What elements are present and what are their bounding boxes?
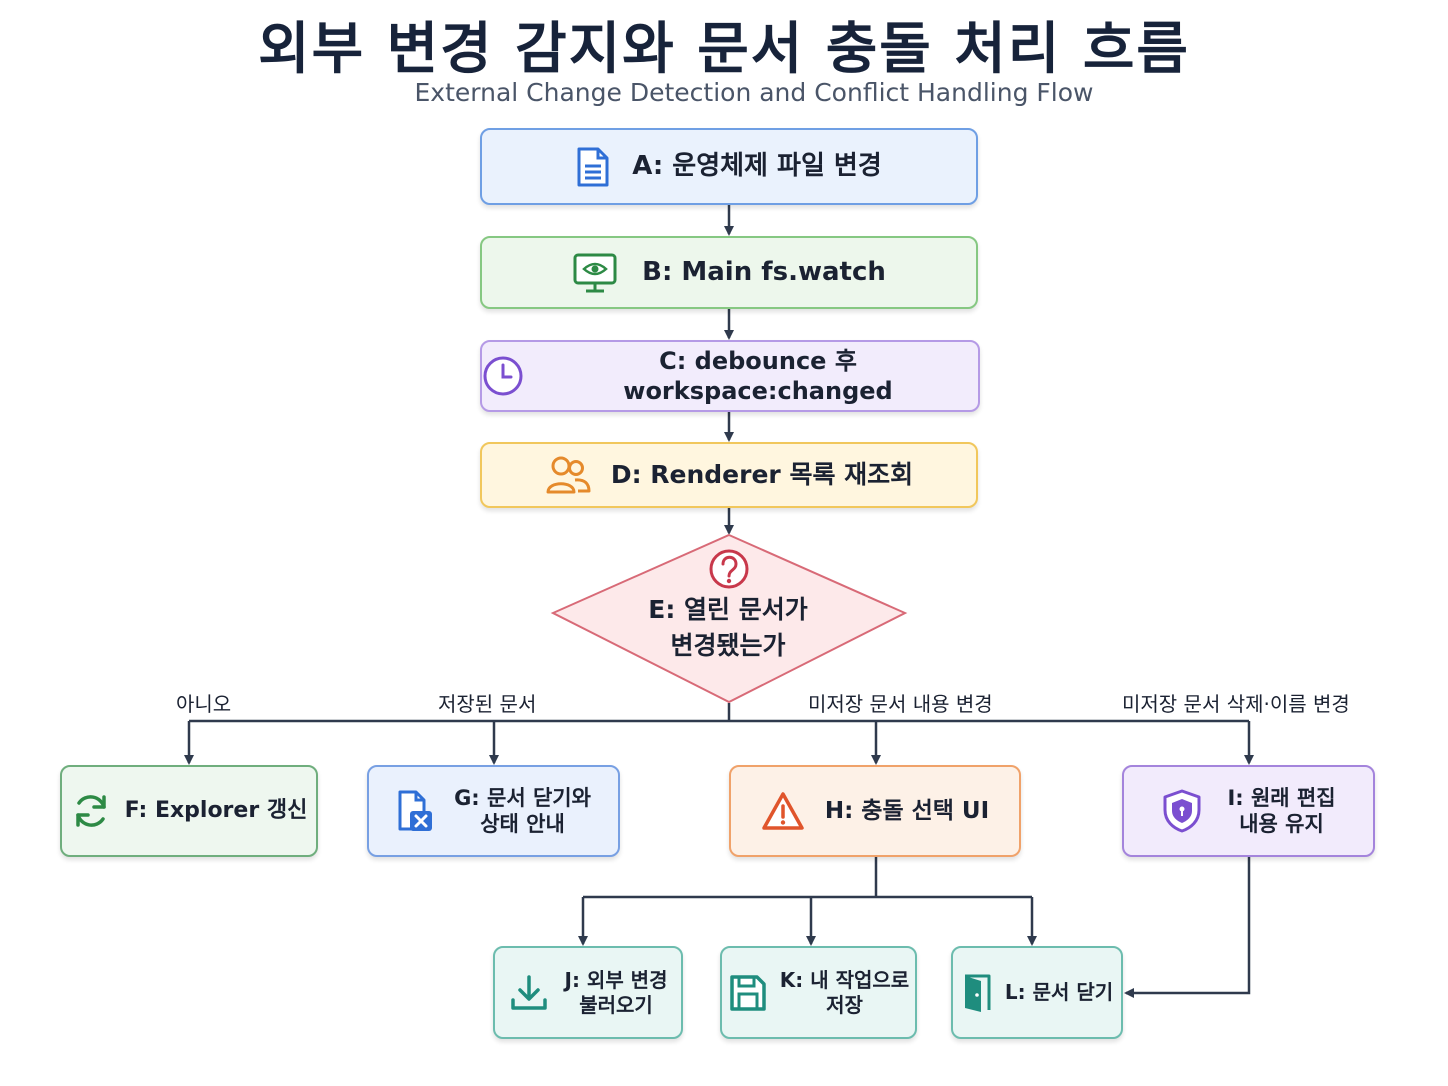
edge-label-unsaved-deleted: 미저장 문서 삭제·이름 변경: [1122, 692, 1350, 716]
refresh-icon: [71, 791, 111, 831]
question-icon: [709, 549, 749, 589]
download-icon: [509, 973, 549, 1013]
file-close-icon: [396, 789, 436, 833]
exit-door-icon: [961, 972, 993, 1014]
edge-label-no: 아니오: [176, 692, 232, 716]
node-l: L: 문서 닫기: [951, 946, 1123, 1039]
shield-icon: [1161, 788, 1203, 834]
warning-icon: [761, 791, 805, 831]
page-title: 외부 변경 감지와 문서 충돌 처리 흐름: [258, 17, 1190, 82]
node-e-label: E: 열린 문서가 변경됐는가: [648, 595, 808, 661]
node-k: K: 내 작업으로 저장: [720, 946, 917, 1039]
edge-i-l: [1124, 857, 1251, 998]
node-i: I: 원래 편집 내용 유지: [1122, 765, 1375, 857]
document-icon: [576, 146, 610, 188]
node-h: H: 충돌 선택 UI: [729, 765, 1021, 857]
node-d-label: D: Renderer 목록 재조회: [610, 460, 914, 490]
node-i-label: I: 원래 편집 내용 유지: [1227, 785, 1336, 836]
decision-diamond: [550, 533, 908, 704]
node-h-label: H: 충돌 선택 UI: [824, 797, 990, 824]
edge-label-unsaved-modified: 미저장 문서 내용 변경: [808, 692, 993, 716]
node-f-label: F: Explorer 갱신: [124, 798, 308, 824]
monitor-eye-icon: [572, 252, 618, 294]
node-g-label: G: 문서 닫기와 상태 안내: [454, 785, 591, 836]
node-b-label: B: Main fs.watch: [642, 257, 886, 288]
node-f: F: Explorer 갱신: [60, 765, 318, 857]
node-b: B: Main fs.watch: [480, 236, 978, 309]
node-c-label: C: debounce 후 workspace:changed: [623, 347, 893, 405]
clock-icon: [482, 355, 524, 397]
node-j-label: J: 외부 변경 불러오기: [564, 967, 668, 1017]
page-subtitle: External Change Detection and Conflict H…: [414, 78, 1094, 107]
node-c: C: debounce 후 workspace:changed: [480, 340, 980, 412]
edge-label-saved: 저장된 문서: [438, 692, 537, 716]
users-icon: [545, 455, 591, 495]
node-a-label: A: 운영체제 파일 변경: [632, 151, 882, 182]
node-l-label: L: 문서 닫기: [1004, 980, 1114, 1004]
node-g: G: 문서 닫기와 상태 안내: [367, 765, 620, 857]
save-icon: [728, 973, 768, 1013]
node-d: D: Renderer 목록 재조회: [480, 442, 978, 508]
node-a: A: 운영체제 파일 변경: [480, 128, 978, 205]
node-j: J: 외부 변경 불러오기: [493, 946, 683, 1039]
node-k-label: K: 내 작업으로 저장: [779, 967, 910, 1017]
